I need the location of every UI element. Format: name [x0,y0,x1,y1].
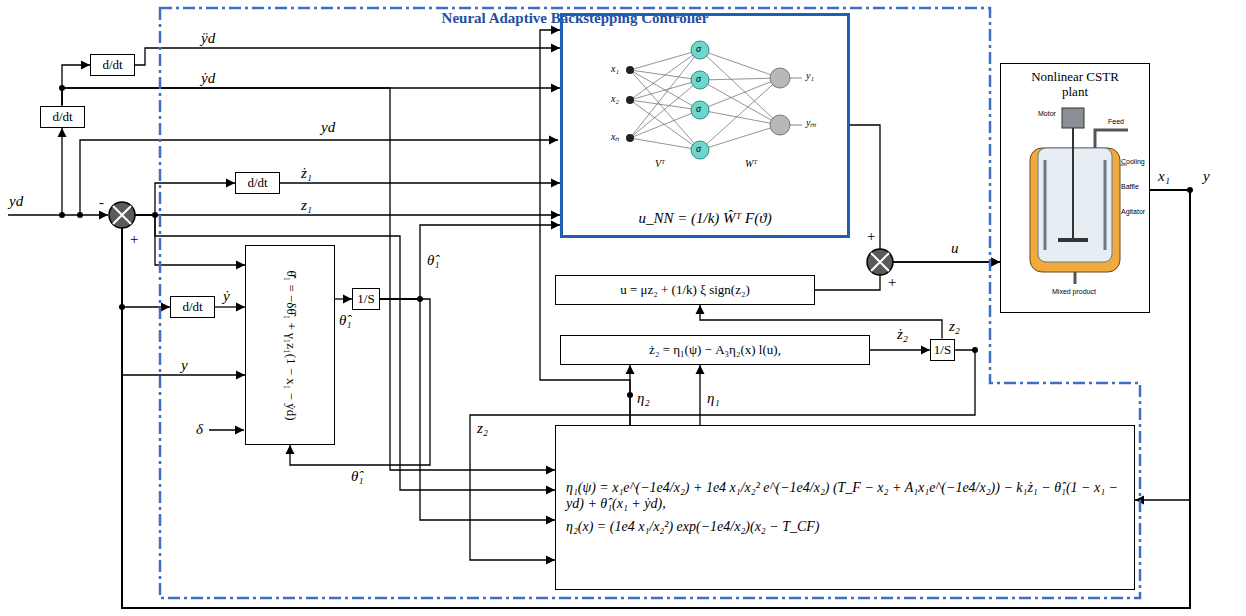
signal-connector [280,182,560,183]
cstr-illustration [1030,108,1128,284]
signal-label: θ̂₁ [426,252,441,269]
signal-label: ẏ [222,288,231,305]
node-text: η₁(ψ) = x₁e^(−1e4/x₂) + 1e4 x₁/x₂² e^(−1… [566,480,1124,512]
node-text: d/dt [182,300,202,315]
node-text: Nonlinear CSTR plant [1030,70,1120,100]
signal-connector [290,299,430,465]
signal-connector [62,88,555,470]
signal-connector [135,48,560,65]
neuron-label: y₁ [806,70,814,81]
signal-label: θ̂₁ [350,468,365,485]
z2-dynamics-box: ż₂ = η₁(ψ) − A₃η₂(x) l(u), [560,335,870,365]
signal-label: z₂ [476,420,489,437]
summing-junction [109,202,135,228]
signal-connector [380,225,560,299]
adaptation-law-box: θ̂̇₁ = −δθ̂₁ + γ₁z₁(1 − x₁ − ẏd) [245,245,335,445]
node-text: u = μz₂ + (1/k) ξ sign(z₂) [620,283,750,298]
signal-label: ż₁ [300,165,313,182]
signal-label: δ [195,421,204,438]
signal-label: yd [320,119,336,136]
derivative-block: d/dt [40,106,85,129]
signal-connector [122,190,1190,608]
signal-connector [850,125,1000,262]
part-label: Feed [1108,118,1124,126]
signal-label: θ̂₁ [338,312,353,329]
signal-connector [122,190,1190,608]
sign-label: + [128,231,140,248]
signal-connector [380,299,555,520]
signal-label: ż₂ [896,326,909,343]
signal-label: y [1202,168,1211,185]
signal-label: ÿd [200,30,216,47]
signal-connector [215,306,245,307]
neuron-label: x₂ [611,93,619,104]
sign-label: - [98,194,105,211]
signal-label: z₂ [948,318,961,335]
signal-label: z₁ [300,197,313,214]
signal-connector [62,65,90,106]
signal-connector [122,183,1190,608]
signal-label: u [950,240,960,257]
neuron-label: x₁ [611,63,619,74]
signal-label: ẏd [200,70,216,87]
delta-input-wire [209,429,244,430]
neuron-label: xₙ [611,131,619,142]
junction-dot [59,85,1193,398]
neuron-label: σ [696,143,701,154]
node-text: θ̂̇₁ = −δθ̂₁ + γ₁z₁(1 − x₁ − ẏd) [283,253,298,438]
signal-label: yd [8,193,24,210]
integrator-block: 1/S [930,339,955,362]
neuron-label: yₘ [806,117,816,128]
sign-label: + [865,228,877,245]
part-label: Mixed product [1052,288,1096,296]
reference-branch-wire [80,140,558,215]
weight-label: Wᵀ [745,158,757,169]
control-law-box: u = μz₂ + (1/k) ξ sign(z₂) [555,275,815,305]
signal-connector [870,349,930,350]
signal-connector [122,190,1190,608]
derivative-block: d/dt [235,172,280,195]
node-text: d/dt [247,176,267,191]
neuron-label: σ [696,73,701,84]
signal-label: y [180,357,189,374]
signal-connector [1135,190,1190,500]
signal-label: η₂ [636,390,651,407]
neuron-label: σ [696,103,701,114]
reference-input-wire [8,214,108,215]
reference-branch-wire [61,128,62,215]
part-label: Cooling [1121,158,1145,166]
sign-label: + [886,274,898,291]
node-text: u_NN = (1/k) Ŵᵀ F(ϑ) [638,210,771,227]
node-text: η₂(x) = (1e4 x₁/x₂²) exp(−1e4/x₂)(x₂ − T… [566,519,820,535]
signal-connector [540,30,630,425]
node-text: 1/S [934,343,951,358]
neuron-label: σ [696,43,701,54]
node-text: ż₂ = η₁(ψ) − A₃η₂(x) l(u), [649,343,781,358]
signal-connector [122,190,1190,608]
signal-connector [62,88,560,106]
controller-region: Neural Adaptive Backstepping Controllerd… [160,8,1140,598]
signal-label: x₁ [1157,168,1171,185]
eta-functions-box: η₁(ψ) = x₁e^(−1e4/x₂) + 1e4 x₁/x₂² e^(−1… [555,425,1135,590]
node-text: d/dt [102,58,122,73]
part-label: Agitator [1121,208,1145,216]
derivative-block: d/dt [170,296,215,319]
signal-label: η₁ [706,390,721,407]
neural-network-picture [626,41,802,159]
weight-label: Vᵀ [655,158,665,169]
derivative-block: d/dt [90,54,135,77]
part-label: Motor [1038,110,1056,118]
summing-junction [867,249,893,275]
node-text: 1/S [357,292,374,307]
signal-connector [335,298,352,299]
integrator-block: 1/S [352,288,380,311]
signal-connector [122,190,1190,608]
node-text: d/dt [52,110,72,125]
part-label: Baffle [1121,183,1139,191]
signal-connector [470,350,975,560]
signal-connector [699,365,700,425]
signal-connector [815,262,1000,290]
